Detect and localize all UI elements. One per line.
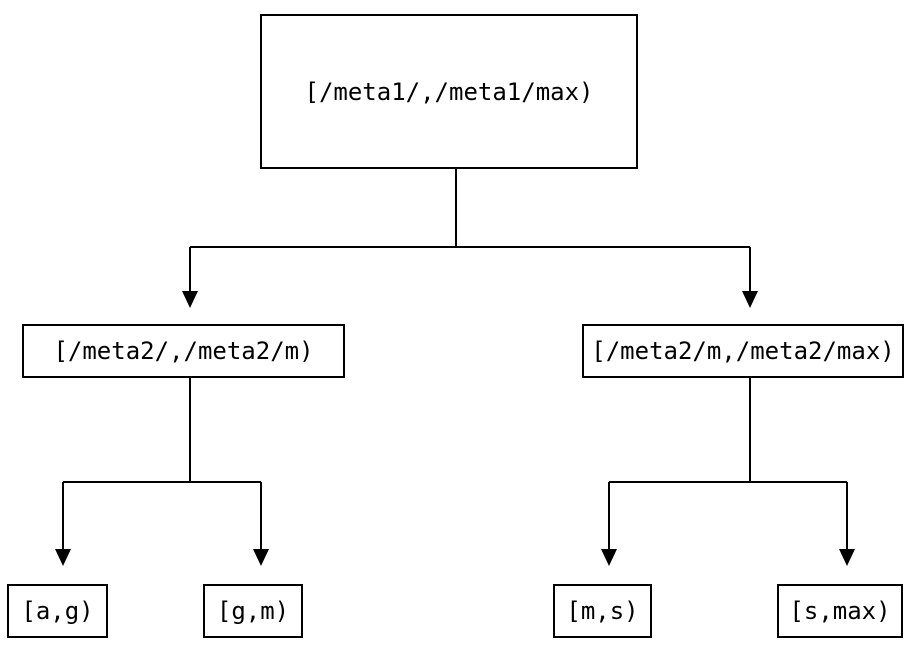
node-leaf-a-g: [a,g) (7, 584, 108, 638)
node-leaf-m-s-label: [m,s) (566, 597, 639, 625)
node-leaf-g-m-label: [g,m) (216, 597, 290, 625)
node-leaf-m-s: [m,s) (553, 584, 652, 638)
node-leaf-s-max: [s,max) (777, 584, 903, 638)
node-meta2-high-label: [/meta2/m,/meta2/max) (591, 337, 895, 365)
node-leaf-g-m: [g,m) (203, 584, 303, 638)
arrowhead-leaf-gm (253, 549, 269, 566)
node-meta2-low: [/meta2/,/meta2/m) (22, 324, 345, 378)
node-meta2-high: [/meta2/m,/meta2/max) (582, 324, 904, 378)
node-leaf-s-max-label: [s,max) (789, 597, 891, 625)
node-leaf-a-g-label: [a,g) (21, 597, 94, 625)
arrowhead-leaf-smax (839, 549, 855, 566)
arrowhead-leaf-ag (55, 549, 71, 566)
arrowhead-meta2-low (182, 291, 198, 308)
node-meta2-low-label: [/meta2/,/meta2/m) (53, 337, 314, 365)
node-root-label: [/meta1/,/meta1/max) (304, 77, 594, 106)
node-root: [/meta1/,/meta1/max) (260, 14, 638, 169)
arrowhead-meta2-high (742, 291, 758, 308)
arrowhead-leaf-ms (601, 549, 617, 566)
